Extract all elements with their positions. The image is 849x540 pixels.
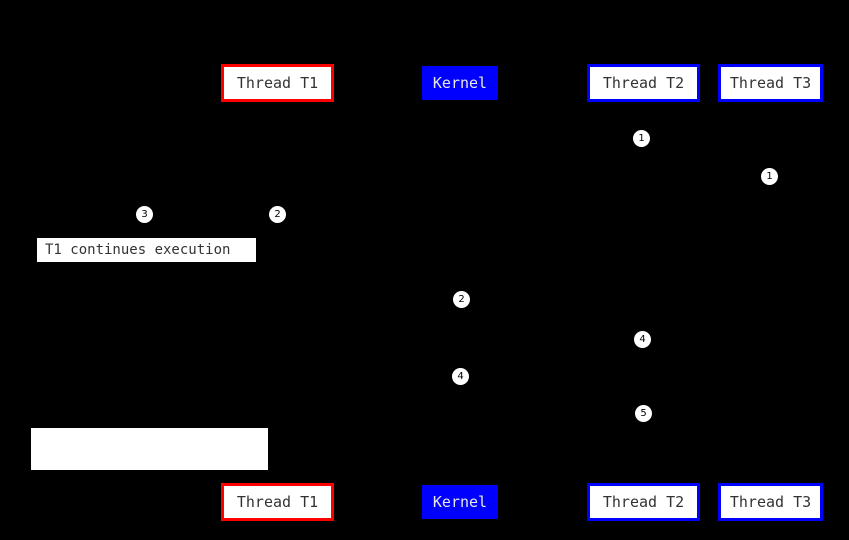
participant-thread-t1-top[interactable]: Thread T1 [221, 64, 334, 102]
participant-thread-t2-top[interactable]: Thread T2 [587, 64, 700, 102]
note-t1-continues-execution: T1 continues execution [36, 237, 257, 263]
note-text: T1 continues execution [45, 242, 231, 258]
participant-label: Thread T3 [729, 492, 812, 511]
step-marker-3-thread-t1: 3 [136, 206, 153, 223]
participant-kernel-top[interactable]: Kernel [422, 66, 498, 100]
participant-label: Kernel [432, 73, 488, 92]
step-marker-1-thread-t3: 1 [761, 168, 778, 185]
participant-label: Thread T2 [602, 492, 685, 511]
step-marker-2-kernel: 2 [453, 291, 470, 308]
participant-label: Thread T3 [729, 73, 812, 92]
step-number: 4 [639, 333, 646, 345]
participant-label: Thread T1 [236, 492, 319, 511]
step-marker-5-thread-t2: 5 [635, 405, 652, 422]
step-number: 4 [457, 370, 464, 382]
step-number: 1 [766, 170, 773, 182]
lifeline-thread-t2 [643, 102, 644, 483]
participant-thread-t3-top[interactable]: Thread T3 [718, 64, 823, 102]
lifeline-thread-t3 [770, 102, 771, 483]
step-number: 2 [458, 293, 465, 305]
step-marker-2-thread-t1: 2 [269, 206, 286, 223]
lifeline-thread-t1 [277, 102, 278, 483]
step-marker-1-thread-t2: 1 [633, 130, 650, 147]
participant-label: Kernel [432, 492, 488, 511]
participant-thread-t1-bottom[interactable]: Thread T1 [221, 483, 334, 521]
step-number: 5 [640, 407, 647, 419]
participant-label: Thread T1 [236, 73, 319, 92]
note-blank [31, 428, 268, 470]
participant-label: Thread T2 [602, 73, 685, 92]
participant-thread-t3-bottom[interactable]: Thread T3 [718, 483, 823, 521]
step-number: 3 [141, 208, 148, 220]
step-marker-4-thread-t2: 4 [634, 331, 651, 348]
participant-thread-t2-bottom[interactable]: Thread T2 [587, 483, 700, 521]
step-number: 1 [638, 132, 645, 144]
step-marker-4-kernel: 4 [452, 368, 469, 385]
step-number: 2 [274, 208, 281, 220]
participant-kernel-bottom[interactable]: Kernel [422, 485, 498, 519]
